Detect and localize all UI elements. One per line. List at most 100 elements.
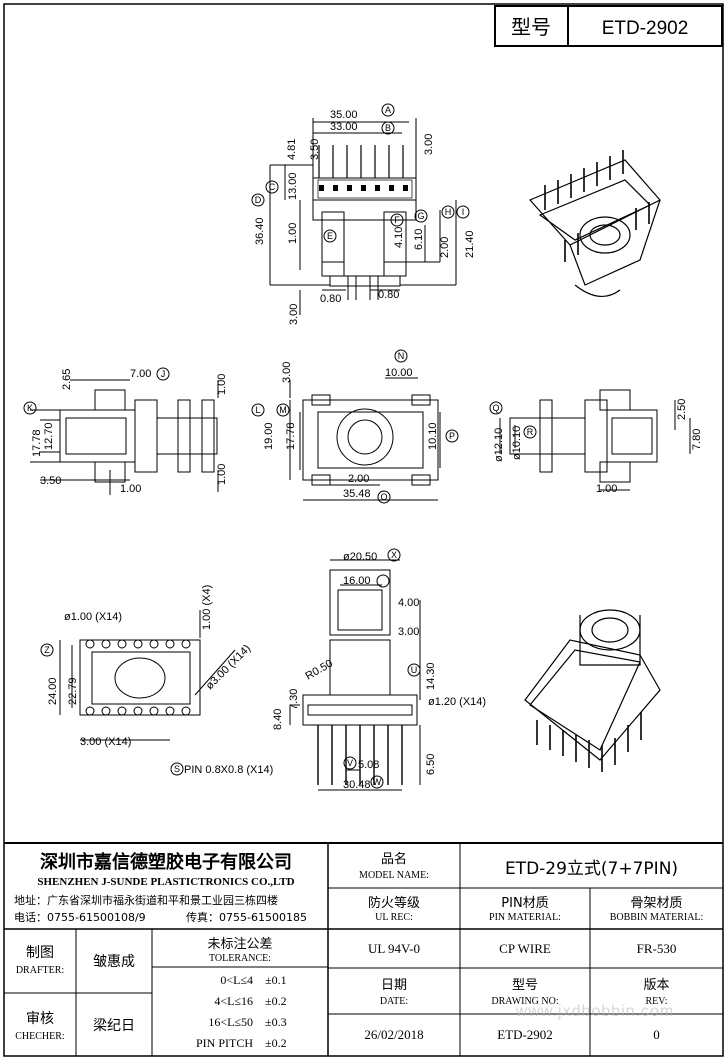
company-address: 地址：广东省深圳市福永街道和平和景工业园三栋四楼 <box>14 894 278 907</box>
tolerance-value: ±0.2 <box>265 994 287 1008</box>
dim-17-78-center: 17.78 <box>285 422 297 450</box>
tag-x: X <box>391 550 397 560</box>
tolerance-range: 16<L≤50 <box>208 1015 253 1029</box>
right-side-tags: Q R <box>489 401 537 439</box>
tolerance-range: 0<L≤4 <box>220 973 253 987</box>
dim-2-50: 2.50 <box>676 399 688 420</box>
top-view-dims: 35.00 33.00 4.81 3.50 13.00 3.00 36.40 1… <box>254 109 476 325</box>
dim-7-30: 7.30 <box>288 689 300 710</box>
tag-m: M <box>279 405 287 415</box>
dim-phi-20-50: ø20.50 <box>343 551 377 563</box>
dim-5-08: 5.08 <box>358 759 379 771</box>
tag-f: F <box>394 215 400 225</box>
dim-4-81: 4.81 <box>286 139 298 160</box>
dim-1-00-top: 1.00 <box>287 223 299 244</box>
checker-label-en: CHECHER: <box>15 1030 65 1042</box>
pin-material-value: CP WIRE <box>499 941 551 956</box>
dim-13-00: 13.00 <box>287 172 299 200</box>
tolerance-table: 0<L≤4 ±0.1 4<L≤16 ±0.2 16<L≤50 ±0.3 PIN … <box>165 970 325 1054</box>
tolerance-value: ±0.2 <box>265 1036 287 1050</box>
tag-j: J <box>161 369 166 379</box>
dim-17-78-left: 17.78 <box>31 429 43 457</box>
dim-30-48: 30.48 <box>343 779 371 791</box>
dim-3-00-bottom: 3.00 <box>288 304 300 325</box>
dim-0-80-left: 0.80 <box>320 293 341 305</box>
tolerance-value: ±0.1 <box>265 973 287 987</box>
dim-12-70: 12.70 <box>43 422 55 450</box>
bottom-elevation-dims: ø20.50 16.00 4.00 3.00 14.30 R0.50 7.30 … <box>184 551 486 791</box>
checker-label-cn: 审核 <box>26 1011 54 1027</box>
dim-1-00-right: 1.00 <box>596 483 617 495</box>
dim-1-00-b: 1.00 <box>120 483 141 495</box>
dim-21-40: 21.40 <box>464 230 476 258</box>
center-front-dims: 3.00 10.00 19.00 17.78 10.10 2.00 35.48 <box>263 362 439 500</box>
tag-o: O <box>380 492 387 502</box>
dim-8-40: 8.40 <box>272 709 284 730</box>
bottom-elevation-tags: X U V S W <box>170 548 421 789</box>
drafter-name: 皱惠成 <box>93 954 135 970</box>
dim-phi-3-00-x14: ø3.00 (X14) <box>204 643 254 693</box>
date-value: 26/02/2018 <box>364 1027 424 1042</box>
model-name-label-cn: 品名 <box>380 851 407 867</box>
dim-1-00-c: 1.00 <box>216 464 228 485</box>
left-side-tags: J K <box>23 367 170 415</box>
rev-value: 0 <box>653 1027 660 1042</box>
dim-33-00: 33.00 <box>330 121 358 133</box>
dim-35-48: 35.48 <box>343 488 371 500</box>
dim-6-10: 6.10 <box>413 229 425 250</box>
pin-note: PIN 0.8X0.8 (X14) <box>184 764 273 776</box>
bobbin-material-label-en: BOBBIN MATERIAL: <box>609 911 704 923</box>
tag-b: B <box>385 123 391 133</box>
tag-u: U <box>411 665 418 675</box>
dim-16-00: 16.00 <box>343 575 371 587</box>
dim-22-79: 22.79 <box>67 677 79 705</box>
tag-g: G <box>417 211 424 221</box>
dim-phi-1-00-x14: ø1.00 (X14) <box>64 611 122 623</box>
tolerance-label-en: TOLERANCE: <box>208 952 272 964</box>
dim-24-00: 24.00 <box>47 677 59 705</box>
dim-10-10-center: 10.10 <box>427 422 439 450</box>
drawing-no-label-cn: 型号 <box>511 977 538 993</box>
company-fax: 传真：0755-61500185 <box>186 911 307 924</box>
dim-35-00: 35.00 <box>330 109 358 121</box>
bobbin-material-value: FR-530 <box>636 941 677 956</box>
tag-r: R <box>527 427 534 437</box>
center-front-view <box>289 377 441 501</box>
company-phone: 电话：0755-61500108/9 <box>14 911 146 924</box>
dim-4-00: 4.00 <box>398 597 419 609</box>
rev-label-cn: 版本 <box>643 977 670 993</box>
tag-i: I <box>462 207 465 217</box>
right-side-dims: ø12.10 ø10.10 2.50 7.80 1.00 <box>493 399 703 495</box>
tolerance-row: PIN PITCH ±0.2 <box>165 1033 325 1054</box>
drafter-label-cn: 制图 <box>26 945 54 961</box>
dim-3-00-x14: 3.00 (X14) <box>80 736 131 748</box>
tolerance-row: 16<L≤50 ±0.3 <box>165 1012 325 1033</box>
model-header-label: 型号 <box>511 15 551 39</box>
model-header-value: ETD-2902 <box>602 18 689 39</box>
tolerance-row: 4<L≤16 ±0.2 <box>165 991 325 1012</box>
tag-n: N <box>398 351 405 361</box>
model-name-value: ETD-29立式(7+7PIN) <box>504 858 679 879</box>
dim-19-00: 19.00 <box>263 422 275 450</box>
dim-0-80-right: 0.80 <box>378 289 399 301</box>
top-view-tags: A B C D E F G H I <box>251 103 470 243</box>
tolerance-label-cn: 未标注公差 <box>207 936 273 952</box>
dim-3-00-center: 3.00 <box>281 362 293 383</box>
tag-z: Z <box>44 645 50 655</box>
dim-phi-1-20-x14: ø1.20 (X14) <box>428 696 486 708</box>
dim-4-10: 4.10 <box>393 227 405 248</box>
model-name-label-en: MODEL NAME: <box>359 869 429 881</box>
dim-6-50: 6.50 <box>425 754 437 775</box>
dim-10-00: 10.00 <box>385 367 413 379</box>
dim-2-00-center: 2.00 <box>348 473 369 485</box>
isometric-top-right <box>528 150 661 297</box>
dim-7-00: 7.00 <box>130 368 151 380</box>
center-front-tags: L M N O P <box>251 349 459 504</box>
dim-phi-12-10: ø12.10 <box>493 428 505 462</box>
tag-k: K <box>27 403 33 413</box>
dim-3-00-elev: 3.00 <box>398 626 419 638</box>
tolerance-range: 4<L≤16 <box>214 994 253 1008</box>
title-block <box>4 842 723 1056</box>
bottom-pin-view <box>59 610 236 741</box>
tag-d: D <box>255 195 262 205</box>
